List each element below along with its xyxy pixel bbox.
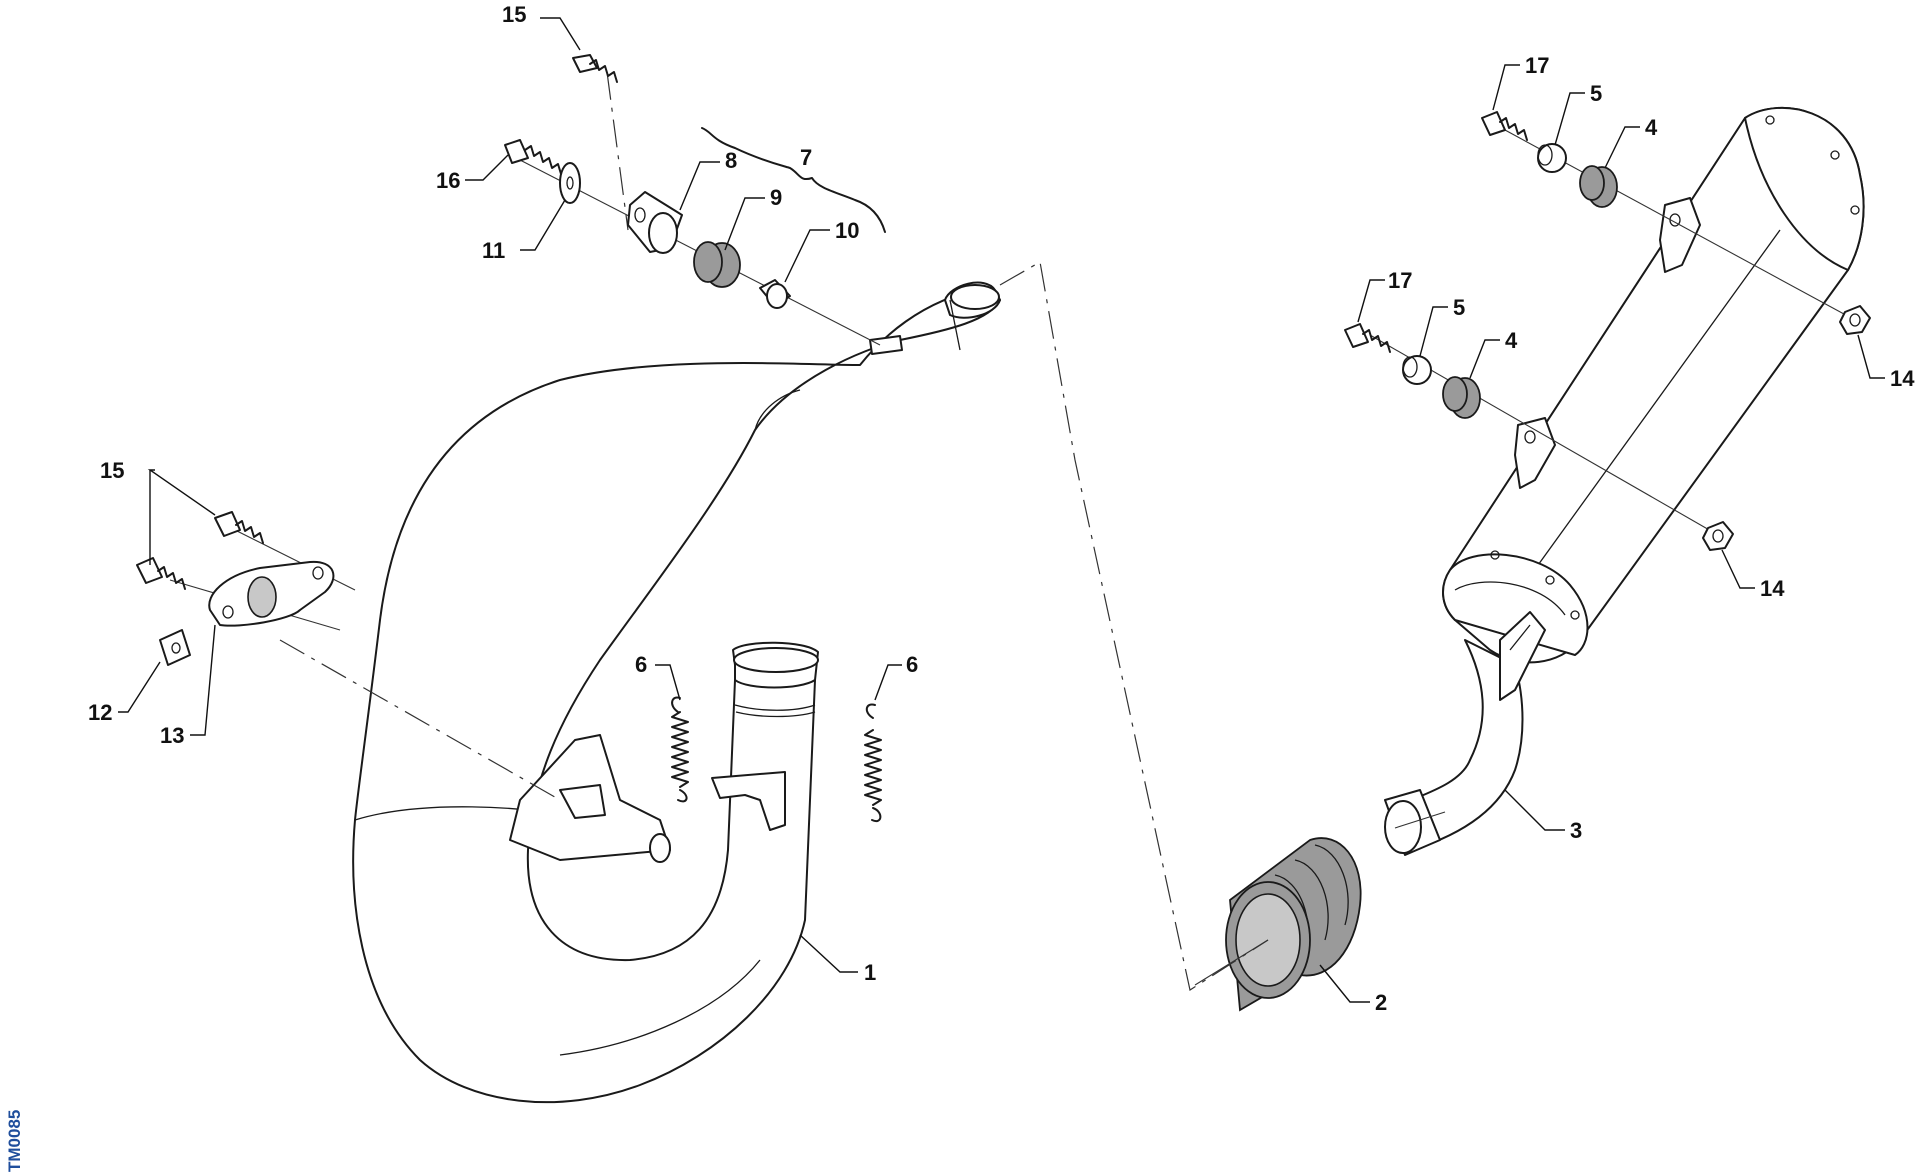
callout-5-lower: 5	[1453, 295, 1465, 320]
document-code: TM0085	[5, 1110, 24, 1172]
silencer-mount-hardware	[1344, 111, 1871, 551]
bushing-5-upper	[1537, 143, 1567, 173]
callout-15-top: 15	[502, 2, 526, 27]
callout-17-upper: 17	[1525, 53, 1549, 78]
callout-11: 11	[482, 238, 505, 263]
expansion-chamber	[352, 281, 1001, 1104]
callout-12: 12	[88, 700, 112, 725]
silencer	[1384, 106, 1865, 856]
spring-left	[671, 696, 689, 803]
bolt-15-left-upper	[214, 511, 264, 544]
exhaust-seal-sleeve	[1225, 837, 1362, 1012]
washer-11	[559, 162, 581, 204]
bushing-5-lower	[1402, 355, 1432, 385]
spring-right	[864, 703, 882, 823]
callout-9: 9	[770, 185, 782, 210]
bolt-17-lower	[1344, 323, 1391, 353]
bolt-15-left-lower	[136, 557, 186, 590]
leader-lines	[118, 17, 1885, 1003]
left-flange-hardware	[136, 511, 561, 801]
callout-14-lower: 14	[1760, 576, 1785, 601]
callout-4-lower: 4	[1505, 328, 1518, 353]
bolt-16	[504, 139, 562, 175]
callout-15-left: 15	[100, 458, 124, 483]
callout-4-upper: 4	[1645, 115, 1658, 140]
callout-14-upper: 14	[1890, 366, 1915, 391]
callout-labels: 15 16 11 8 7 9 10 15 12 13 6 6 1 2 3 14 …	[88, 2, 1915, 1015]
callout-6-right: 6	[906, 652, 918, 677]
callout-1: 1	[864, 960, 876, 985]
callout-17-lower: 17	[1388, 268, 1412, 293]
nut-14-lower	[1702, 521, 1734, 551]
callout-5-upper: 5	[1590, 81, 1602, 106]
top-mount-hardware	[504, 54, 886, 346]
grommet-4-lower	[1442, 376, 1481, 419]
callout-10: 10	[835, 218, 859, 243]
nut-14-upper	[1839, 305, 1871, 335]
clip-nut-12	[159, 629, 191, 666]
callout-16: 16	[436, 168, 460, 193]
callout-13: 13	[160, 723, 184, 748]
callout-8: 8	[725, 148, 737, 173]
callout-2: 2	[1375, 990, 1387, 1015]
assembly-center-line	[999, 261, 1269, 991]
bolt-15-top	[572, 54, 618, 83]
callout-7: 7	[800, 145, 812, 170]
bolt-17-upper	[1481, 111, 1528, 141]
callout-6-left: 6	[635, 652, 647, 677]
grommet-4-upper	[1579, 165, 1618, 208]
callout-3: 3	[1570, 818, 1582, 843]
